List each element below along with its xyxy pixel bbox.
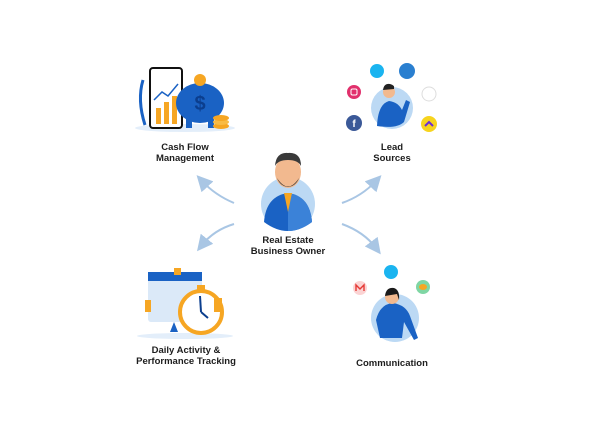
cash-flow-label: Cash Flow Management [156, 142, 214, 164]
housing-icon [421, 116, 437, 132]
lead-sources-line1: Lead [380, 142, 404, 153]
center-label: Real Estate Business Owner [251, 235, 325, 257]
instagram-icon [347, 85, 361, 99]
communication-illustration [353, 265, 430, 342]
phone-call-icon [370, 64, 384, 78]
coins-icon [213, 115, 229, 129]
center-line2: Business Owner [250, 246, 326, 257]
facebook-icon [346, 115, 362, 131]
99acres-icon [399, 63, 415, 79]
communication-line1: Communication [356, 358, 428, 369]
arrows [196, 175, 382, 255]
cash-flow-line1: Cash Flow [161, 142, 209, 153]
svg-text:$: $ [194, 93, 205, 115]
communication-label: Communication [356, 358, 428, 369]
magicbricks-icon [421, 86, 437, 102]
gmail-icon [353, 281, 367, 295]
daily-activity-line1: Daily Activity & [151, 345, 221, 356]
daily-activity-label: Daily Activity & Performance Tracking [136, 345, 236, 367]
center-line1: Real Estate [262, 235, 314, 246]
microphone-icon [384, 265, 398, 279]
cash-flow-illustration: $ [135, 67, 235, 132]
lead-sources-label: Lead Sources [373, 142, 411, 164]
arrow-to-communication [341, 223, 381, 255]
svg-text:f: f [352, 119, 356, 130]
business-owner-avatar [261, 152, 315, 231]
lead-sources-illustration: f [346, 63, 437, 132]
arrow-to-daily-activity [197, 223, 235, 252]
daily-activity-illustration [137, 268, 233, 339]
cash-flow-line2: Management [155, 153, 215, 164]
lead-sources-line2: Sources [373, 153, 411, 164]
daily-activity-line2: Performance Tracking [136, 356, 236, 367]
arrow-to-lead-sources [341, 175, 382, 204]
piggy-bank-icon [176, 83, 224, 123]
stopwatch-icon [178, 285, 224, 335]
arrow-to-cash-flow [196, 175, 235, 204]
